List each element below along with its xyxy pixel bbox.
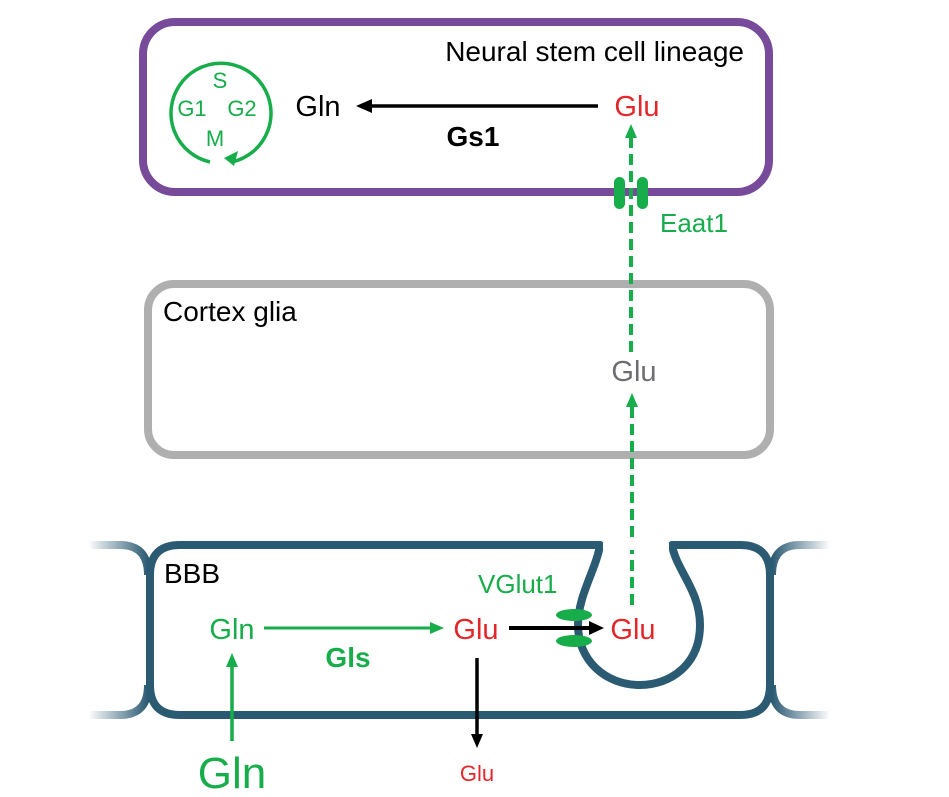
- vesicle-glu-label: Glu: [610, 614, 655, 646]
- glu-transport-arrow-upper: [625, 124, 637, 352]
- cortex-glia-membrane: [144, 280, 774, 459]
- gs1-enzyme-label: Gs1: [447, 121, 500, 152]
- bbb-title: BBB: [164, 558, 220, 589]
- eaat1-transporter-icon: [614, 177, 648, 209]
- vglut1-transport-arrow: [509, 621, 604, 635]
- vglut1-label: VGlut1: [478, 569, 558, 599]
- cycle-label-m: M: [206, 126, 224, 151]
- bbb-right-neighbor-bottom: [768, 684, 830, 719]
- cortex-glu-label: Glu: [611, 356, 656, 388]
- glu-transport-arrow-lower: [626, 393, 638, 605]
- nsc-gln-label: Gln: [295, 91, 340, 123]
- nsc-glu-label: Glu: [614, 91, 659, 123]
- eaat1-label: Eaat1: [660, 208, 728, 238]
- bbb-cell-membrane: [146, 541, 774, 719]
- bbb-glu-label: Glu: [453, 614, 498, 646]
- gls-arrow: [264, 622, 444, 634]
- bbb-right-neighbor-top: [768, 541, 830, 576]
- cortex-glia-title: Cortex glia: [163, 296, 297, 327]
- nsc-cell-membrane: [139, 18, 773, 196]
- released-glu-label: Glu: [460, 761, 494, 786]
- cycle-label-g2: G2: [227, 96, 256, 121]
- bbb-left-neighbor-bottom: [88, 684, 152, 719]
- cell-cycle-icon: [169, 61, 273, 166]
- gls-enzyme-label: Gls: [325, 642, 370, 673]
- bbb-left-neighbor-top: [88, 541, 152, 576]
- nsc-title: Neural stem cell lineage: [445, 36, 744, 67]
- glu-release-arrow: [471, 658, 483, 748]
- gln-uptake-arrow: [226, 653, 238, 741]
- external-gln-label: Gln: [198, 749, 266, 797]
- cycle-label-s: S: [213, 68, 228, 93]
- bbb-gln-label: Gln: [209, 614, 254, 646]
- cycle-label-g1: G1: [177, 96, 206, 121]
- vglut1-transporter-icon: [556, 609, 592, 647]
- gs1-arrow: [356, 99, 598, 113]
